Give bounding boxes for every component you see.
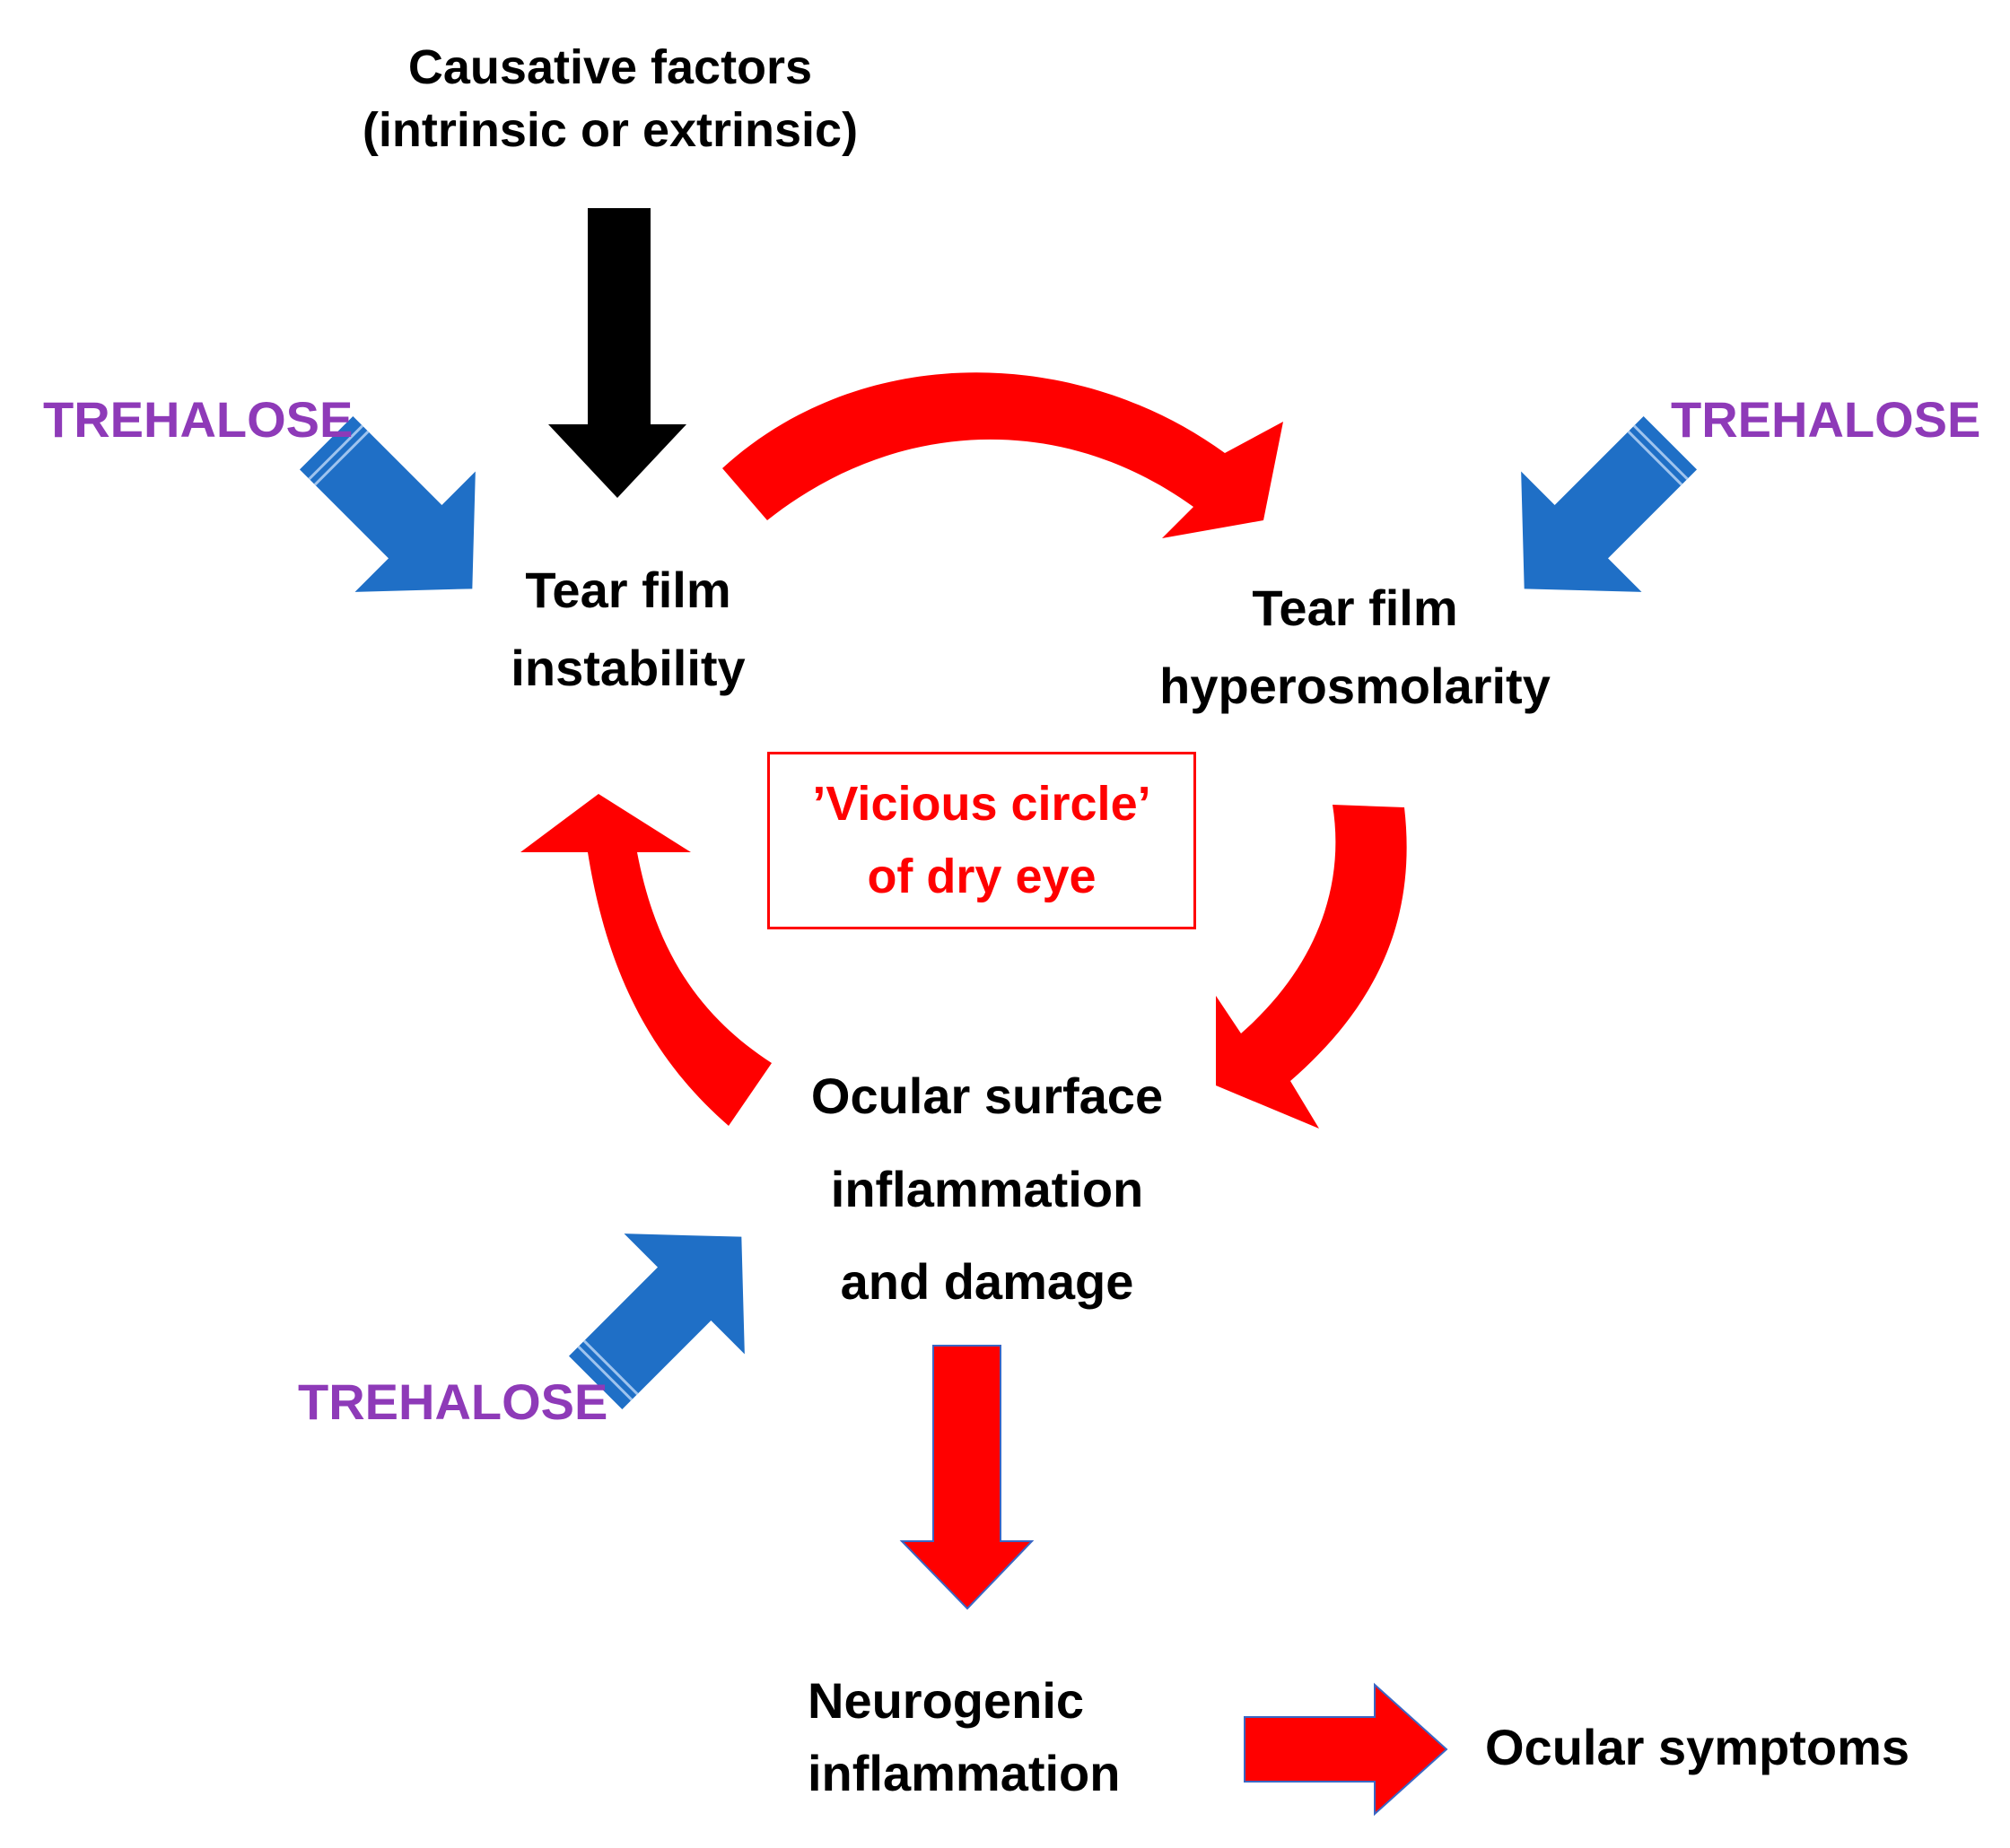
trehalose-arrow-left-icon [299,415,476,592]
cause-arrow-icon [548,208,686,498]
cycle-arrow-top-icon [722,372,1283,538]
trehalose-arrow-bottom-icon [568,1233,745,1410]
trehalose-label-right: TREHALOSE [1671,391,1981,448]
tear-film-instability-label: Tear film instability [511,562,746,696]
neurogenic-inflammation-label: Neurogenic inflammation [808,1672,1121,1802]
vicious-circle-box: ’Vicious circle’ of dry eye [767,752,1196,929]
ocular-symptoms-label: Ocular symptoms [1485,1719,1910,1775]
trehalose-arrow-right-icon [1521,415,1698,592]
trehalose-label-bottom: TREHALOSE [298,1373,608,1430]
tear-film-hyperosmolarity-label: Tear film hyperosmolarity [1159,580,1551,714]
down-arrow-neurogenic-icon [899,1345,1035,1610]
cycle-arrow-right-icon [1216,805,1407,1129]
causative-factors-label: Causative factors (intrinsic or extrinsi… [362,40,859,158]
ocular-surface-inflammation-label: Ocular surface inflammation and damage [810,1068,1164,1311]
vicious-circle-label: ’Vicious circle’ of dry eye [812,777,1151,903]
cycle-arrow-left-icon [520,794,772,1126]
trehalose-label-left: TREHALOSE [43,391,354,448]
right-arrow-symptoms-icon [1244,1682,1448,1817]
